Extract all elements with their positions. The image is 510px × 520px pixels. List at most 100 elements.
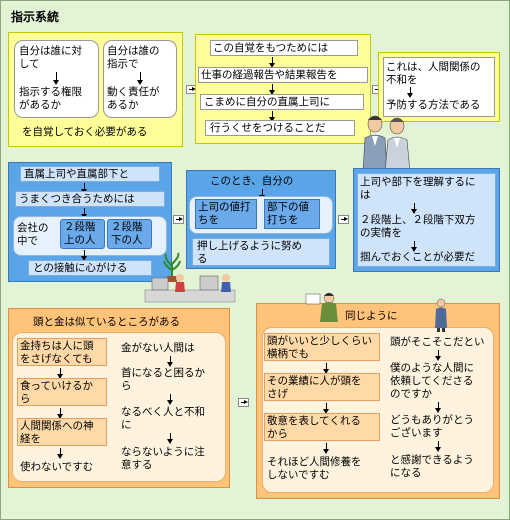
smart-line-5-box: [264, 413, 380, 441]
left-box-line-4: があるか: [19, 99, 61, 111]
understand-line-5: 掴んでおくことが必要だ: [360, 251, 475, 263]
down-arrow-icon: [269, 111, 275, 122]
smart-line-3: その業績に人が頭を: [267, 375, 362, 387]
contact-top-line-1: 直属上司や直属部下と: [24, 168, 129, 180]
right-box-line-3: 動く責任が: [107, 86, 160, 98]
down-arrow-icon: [57, 408, 63, 419]
smart-line-6: から: [267, 428, 288, 440]
down-arrow-icon: [167, 394, 173, 405]
right-box-line-4: あるか: [107, 99, 139, 111]
rich-line-5-box: [17, 418, 107, 446]
smart-line-7: それほど人間修養を: [267, 456, 362, 468]
down-arrow-icon: [323, 363, 329, 374]
boss-value-box: [195, 199, 257, 229]
boss-value-line-2: ちを: [198, 214, 219, 226]
two-levels-up-box: [60, 219, 105, 249]
subordinate-value-line-2: 打ちを: [267, 214, 299, 226]
down-arrow-icon: [167, 433, 173, 444]
down-arrow-icon: [435, 441, 441, 452]
down-arrow-icon: [435, 350, 441, 361]
average-line-7: と感謝できるよう: [390, 454, 474, 466]
average-line-6: ございます: [390, 427, 443, 439]
contact-footer-box: [28, 260, 152, 276]
report-line-1: この自覚をもつためには: [213, 42, 329, 54]
down-arrow-icon: [259, 189, 265, 200]
average-line-1: 頭がそこそこだとい: [390, 336, 485, 348]
raise-value-footer-line-1: 押し上げるように努め: [197, 240, 302, 252]
poor-line-6: ならないように注: [121, 446, 205, 458]
down-arrow-icon: [57, 368, 63, 379]
prevention-line-2: 不和を: [386, 74, 418, 86]
boss-value-line-1: 上司の値打: [198, 201, 251, 213]
rich-line-3: 食っていけるか: [20, 380, 93, 392]
down-arrow-icon: [407, 87, 413, 98]
raise-value-header: このとき、自分の: [210, 175, 294, 187]
contact-top-line-2-box: [15, 191, 165, 207]
rich-line-2: をさげなくても: [20, 353, 93, 365]
down-arrow-icon: [411, 241, 417, 252]
contact-top-line-1-box: [20, 166, 160, 182]
poor-line-7: 意する: [121, 459, 153, 471]
right-arrow-icon: [338, 215, 349, 224]
report-line-4-box: [205, 120, 355, 136]
rich-line-3-box: [17, 378, 107, 406]
understand-line-1: 上司や部下を理解するに: [360, 176, 476, 188]
right-arrow-icon: [173, 215, 184, 224]
right-arrow-icon: [238, 398, 249, 407]
poor-line-5: に: [121, 419, 132, 431]
head-money-header: 頭と金は似ているところがある: [33, 316, 180, 328]
rich-line-6: 経を: [20, 433, 41, 445]
rich-line-1: 金持ちは人に頭: [20, 340, 94, 352]
report-line-2: 仕事の経過報告や結果報告を: [201, 69, 338, 81]
smart-line-4: さげ: [267, 388, 288, 400]
understand-line-2: は: [360, 189, 371, 201]
report-line-2-box: [198, 67, 368, 83]
contact-footer: との接触に心がける: [33, 262, 128, 274]
down-arrow-icon: [323, 403, 329, 414]
prevention-box: [383, 57, 495, 117]
right-box-line-2: 指示で: [107, 58, 139, 70]
smart-line-5: 敬意を表してくれる: [267, 415, 361, 427]
left-box-line-3: 指示する権限: [19, 86, 82, 98]
two-levels-down-line-2: 下の人: [111, 234, 143, 246]
prevention-line-1: これは、人間関係の: [386, 61, 481, 73]
smart-line-8: しないですむ: [267, 469, 330, 481]
smart-line-2: 横柄でも: [267, 348, 309, 360]
smart-line-1: 頭がいいと少しくらい: [267, 335, 372, 347]
two-levels-up-line-2: 上の人: [64, 234, 96, 246]
down-arrow-icon: [323, 443, 329, 454]
report-line-3-box: [200, 94, 364, 110]
down-arrow-icon: [411, 203, 417, 214]
rich-line-4: ら: [20, 393, 31, 405]
understand-line-3: ２段階上、２段階下双方: [360, 214, 476, 226]
down-arrow-icon: [167, 356, 173, 367]
prevention-line-3: 予防する方法である: [386, 99, 481, 111]
subordinate-value-line-1: 部下の値: [267, 201, 309, 213]
left-box-line-2: して: [19, 58, 40, 70]
average-line-3: 依頼してくださる: [390, 375, 474, 387]
rich-line-7: 使わないですむ: [20, 461, 94, 473]
down-arrow-icon: [137, 72, 143, 85]
smart-line-1-box: [264, 333, 380, 361]
report-line-1-box: [210, 40, 358, 56]
left-box-line-1: 自分は誰に対: [19, 45, 82, 57]
right-box-line-1: 自分は誰の: [107, 45, 160, 57]
raise-value-footer-line-2: る: [197, 253, 208, 265]
two-levels-down-box: [107, 219, 152, 249]
average-line-8: になる: [390, 467, 422, 479]
understand-line-4: の実情を: [360, 227, 402, 239]
down-arrow-icon: [81, 208, 87, 219]
two-levels-up-line-1: ２段階: [64, 221, 96, 233]
page-title: 指示系統: [11, 10, 60, 24]
down-arrow-icon: [57, 448, 63, 459]
company-line-2: 中で: [17, 235, 38, 247]
poor-line-3: ら: [121, 380, 132, 392]
down-arrow-icon: [435, 402, 441, 413]
standing-man-figure: [435, 298, 447, 332]
businessmen-figure: [362, 115, 411, 172]
down-arrow-icon: [81, 250, 87, 261]
office-workers-figure: [144, 274, 236, 303]
report-line-3: こまめに自分の直属上司に: [204, 96, 330, 108]
thinking-man-figure: [305, 292, 338, 322]
average-line-5: どうもありがとう: [390, 414, 474, 426]
